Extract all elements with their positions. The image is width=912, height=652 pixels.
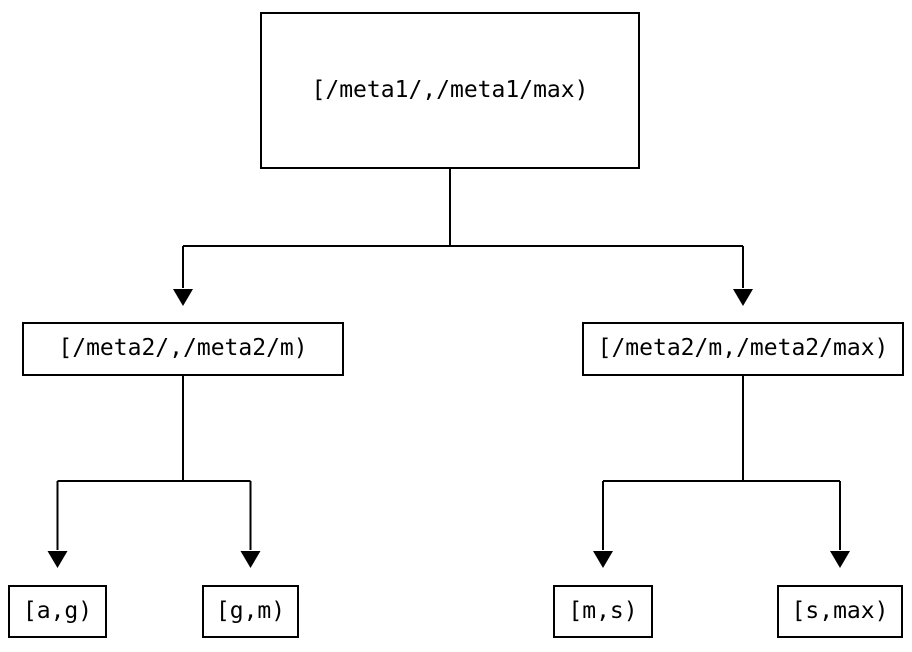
tree-node-root-label: [/meta1/,/meta1/max) xyxy=(311,76,589,103)
tree-node-meta2-right-label: [/meta2/m,/meta2/max) xyxy=(597,335,889,362)
tree-node-leaf-ms: [m,s) xyxy=(553,585,653,638)
edge-root-stem xyxy=(183,169,743,247)
tree-node-root: [/meta1/,/meta1/max) xyxy=(260,12,640,169)
edge-left-stem xyxy=(57,376,251,482)
tree-node-leaf-ag: [a,g) xyxy=(8,585,107,638)
arrow-down-icon xyxy=(733,289,753,306)
arrow-down-icon xyxy=(830,551,850,568)
tree-node-leaf-ag-label: [a,g) xyxy=(22,597,93,624)
tree-node-leaf-smax: [s,max) xyxy=(777,585,903,638)
tree-node-leaf-gm-label: [g,m) xyxy=(215,597,286,624)
edge-right-stem xyxy=(603,376,840,482)
tree-node-leaf-ms-label: [m,s) xyxy=(568,597,638,624)
tree-node-meta2-right: [/meta2/m,/meta2/max) xyxy=(582,322,904,376)
arrow-down-icon xyxy=(593,551,613,568)
arrow-down-icon xyxy=(173,289,193,306)
arrow-down-icon xyxy=(240,551,261,568)
arrow-down-icon xyxy=(47,551,68,568)
tree-node-meta2-left-label: [/meta2/,/meta2/m) xyxy=(58,335,308,362)
tree-node-leaf-gm: [g,m) xyxy=(202,585,299,638)
tree-node-meta2-left: [/meta2/,/meta2/m) xyxy=(22,322,344,376)
tree-node-leaf-smax-label: [s,max) xyxy=(791,597,889,624)
